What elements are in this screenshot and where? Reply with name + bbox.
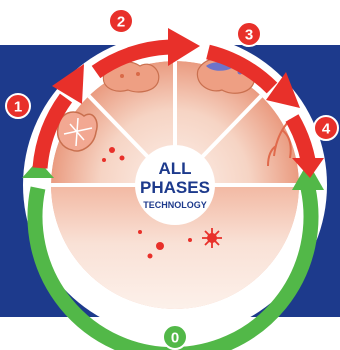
green-arrow-ring (27, 186, 319, 350)
svg-text:3: 3 (245, 27, 253, 44)
heart-tissue-icon (56, 111, 125, 162)
red-arrow-head-1 (52, 64, 84, 104)
particles-icon (138, 228, 222, 259)
red-arrow-head-2 (168, 28, 200, 66)
red-arrow-segment-2 (91, 39, 171, 79)
svg-text:4: 4 (322, 121, 331, 138)
svg-text:1: 1 (14, 99, 22, 116)
red-arrow-segment-1 (32, 93, 73, 169)
badge-0: 0 (162, 324, 188, 350)
center-line-3: TECHNOLOGY (143, 200, 207, 210)
center-line-1: ALL (158, 159, 191, 178)
center-line-2: PHASES (140, 178, 210, 197)
red-arrow-head-4 (292, 158, 324, 178)
green-arrow-head-right (292, 162, 324, 190)
svg-text:2: 2 (117, 14, 125, 31)
svg-text:0: 0 (171, 330, 179, 347)
center-circle (135, 145, 215, 225)
badge-3: 3 (236, 21, 262, 47)
badge-2: 2 (108, 8, 134, 34)
red-arrow-head-3 (266, 72, 300, 108)
red-arrow-segment-3 (206, 44, 278, 94)
green-arrow-head-left (22, 160, 54, 178)
badge-4: 4 (313, 115, 339, 141)
badge-1: 1 (5, 93, 31, 119)
